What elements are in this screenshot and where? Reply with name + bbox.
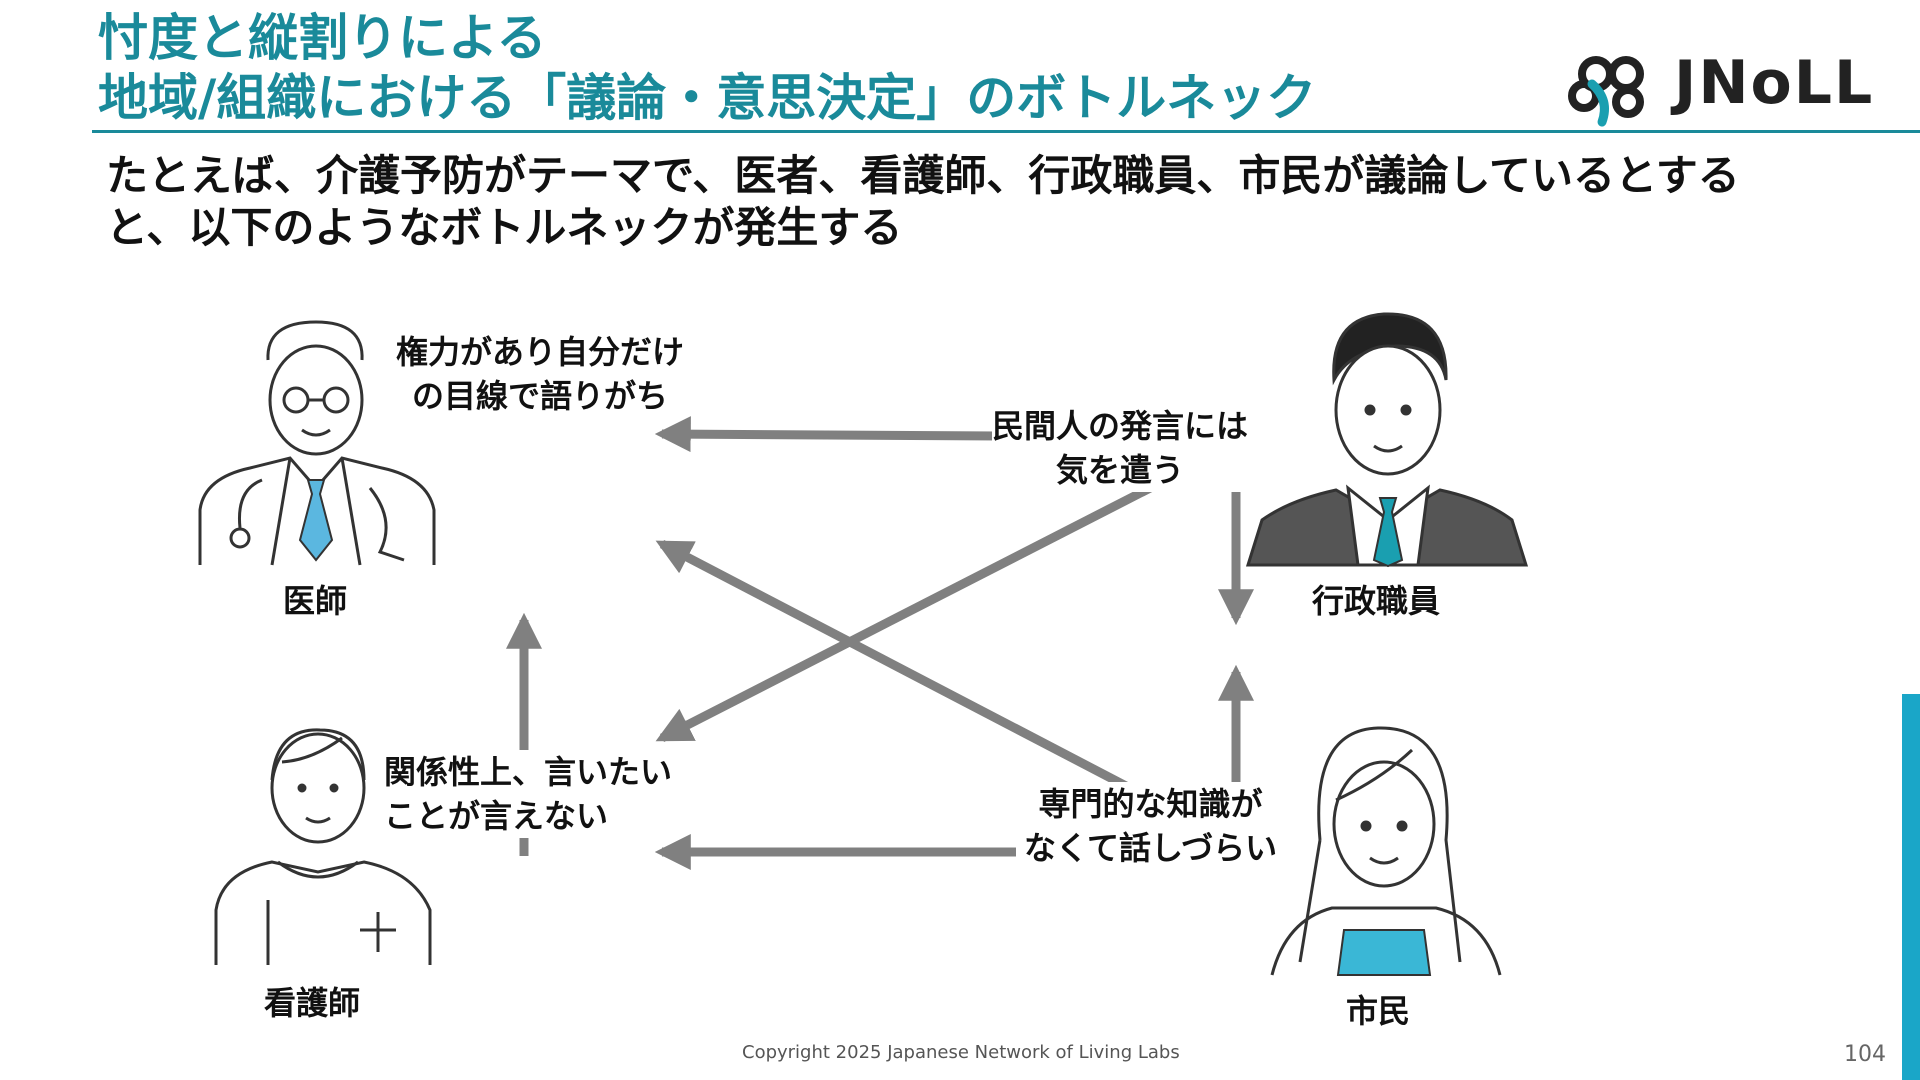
note-doctor-line-1: 権力があり自分だけ (396, 333, 685, 371)
arrow-official-to-doctor (654, 416, 1001, 453)
copyright-text: Copyright 2025 Japanese Network of Livin… (742, 1042, 1180, 1063)
note-doctor: 権力があり自分だけ の目線で語りがち (396, 330, 685, 418)
lead-line-1: たとえば、介護予防がテーマで、医者、看護師、行政職員、市民が議論しているとする (106, 151, 1740, 200)
accent-sidebar (1902, 694, 1920, 1080)
citizen-top-icon (1336, 929, 1432, 976)
title-line-1: 忖度と縦割りによる (98, 9, 547, 67)
slide-title: 忖度と縦割りによる 地域/組織における「議論・意思決定」のボトルネック (98, 8, 1316, 128)
note-nurse: 関係性上、言いたい ことが言えない (384, 750, 673, 838)
arrow-citizen-to-doctor (655, 540, 1129, 790)
arrow-official-to-nurse (655, 439, 1239, 743)
note-official: 民間人の発言には 気を遣う (992, 404, 1249, 492)
note-citizen-line-2: なくて話しづらい (1024, 829, 1278, 867)
logo-wordmark: JNoLL (1674, 48, 1875, 118)
title-line-2: 地域/組織における「議論・意思決定」のボトルネック (98, 69, 1317, 127)
lead-text: たとえば、介護予防がテーマで、医者、看護師、行政職員、市民が議論しているとする … (106, 150, 1740, 254)
label-official: 行政職員 (1312, 582, 1441, 620)
citizen-figure (1270, 726, 1502, 976)
nurse-figure (214, 728, 432, 965)
note-citizen-line-1: 専門的な知識が (1038, 785, 1263, 823)
note-doctor-line-2: の目線で語りがち (412, 377, 669, 415)
jnoll-logo: JNoLL (1562, 44, 1912, 128)
note-nurse-line-2: ことが言えない (384, 797, 609, 835)
note-nurse-line-1: 関係性上、言いたい (384, 753, 673, 791)
label-doctor: 医師 (283, 582, 348, 620)
logo-mark-icon (1568, 56, 1644, 127)
label-nurse: 看護師 (264, 984, 361, 1022)
page-number: 104 (1844, 1042, 1886, 1067)
doctor-figure (198, 320, 436, 566)
note-citizen: 専門的な知識が なくて話しづらい (1024, 782, 1278, 870)
note-official-line-1: 民間人の発言には (992, 407, 1249, 445)
official-tie-icon (1372, 497, 1404, 568)
doctor-tie-icon (298, 479, 334, 562)
title-divider (92, 130, 1920, 133)
label-citizen: 市民 (1346, 992, 1411, 1030)
lead-line-2: と、以下のようなボトルネックが発生する (106, 203, 903, 252)
note-official-line-2: 気を遣う (1056, 451, 1185, 489)
